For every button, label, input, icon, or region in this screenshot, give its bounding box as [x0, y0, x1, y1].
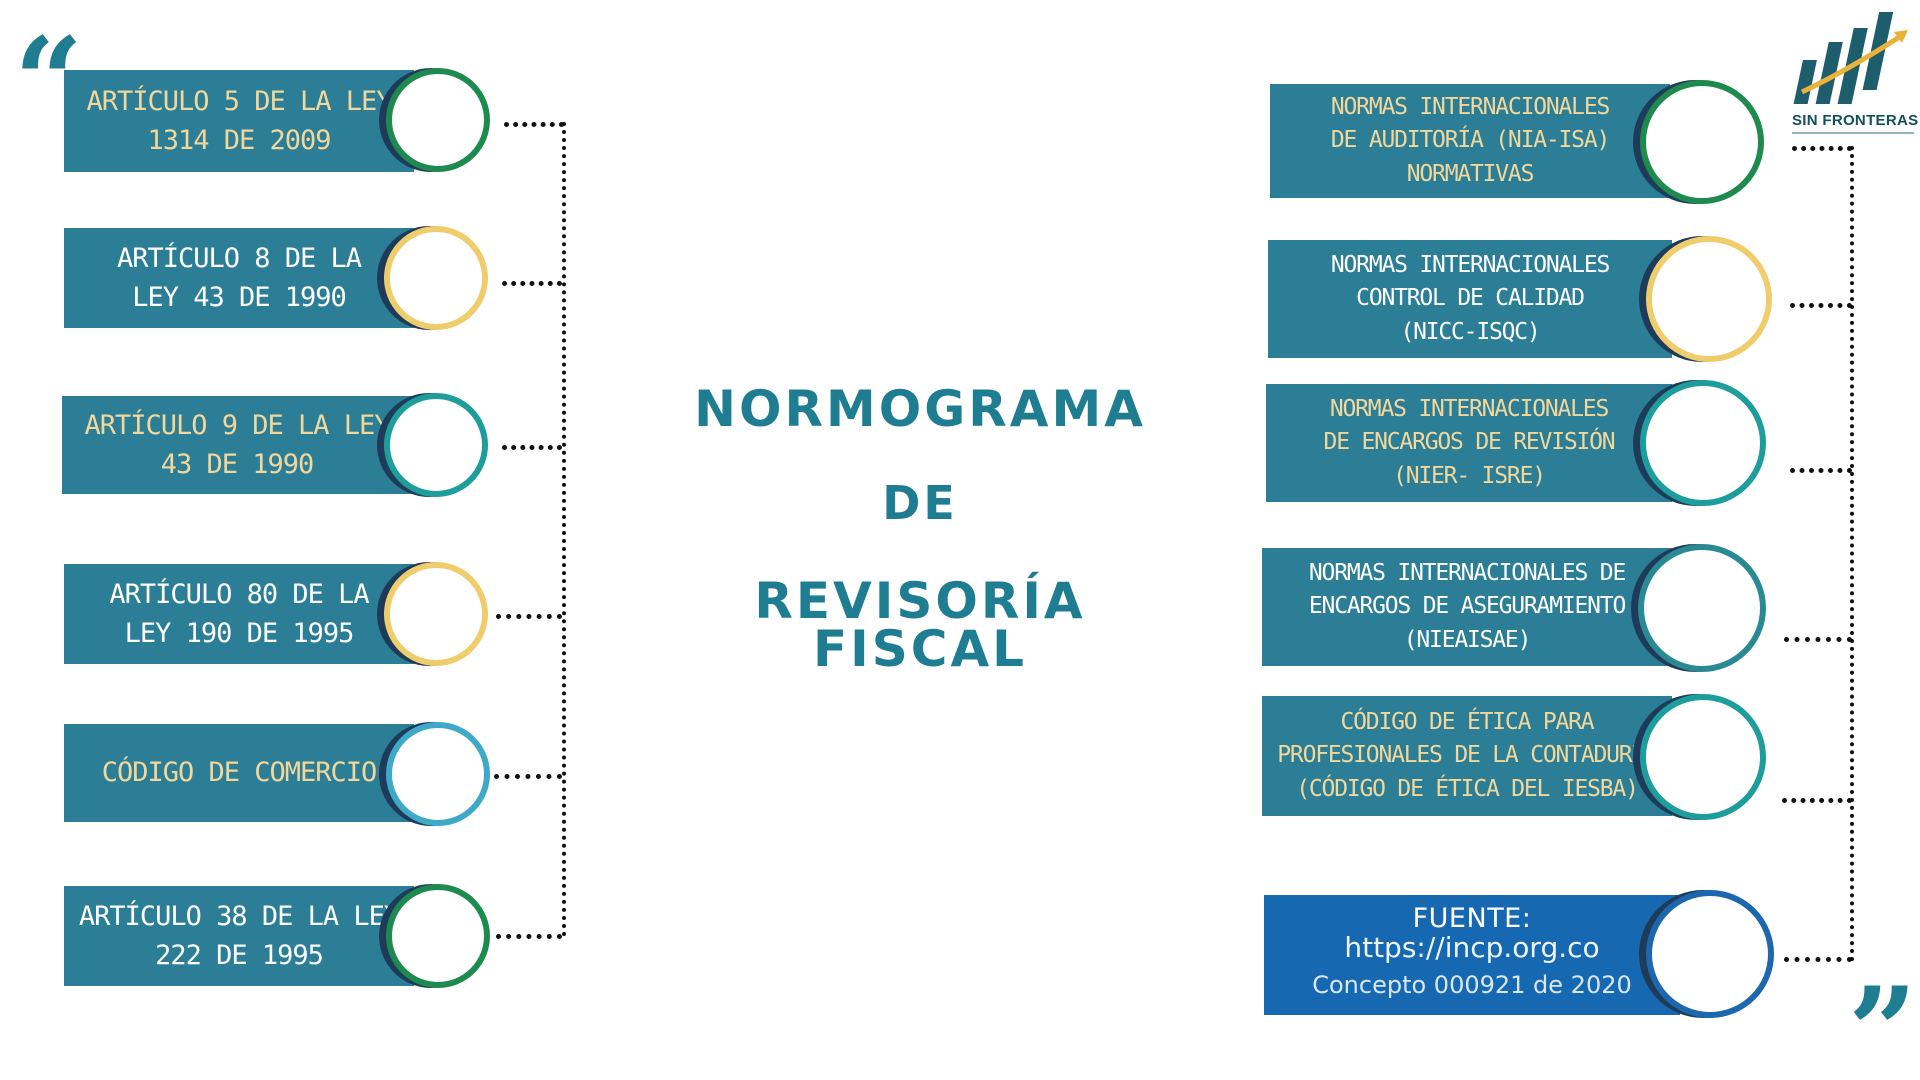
node-circle — [384, 226, 488, 330]
node-circle — [386, 68, 490, 172]
left-item-line: ARTÍCULO 80 DE LA — [109, 578, 369, 610]
connector-dots — [496, 934, 562, 939]
connector-dots — [496, 614, 562, 619]
right-item-line: (NIEAISAE) — [1403, 626, 1532, 653]
title-line-4: FISCAL — [812, 620, 1028, 678]
node-circle — [1646, 236, 1772, 362]
right-item-nieaisae: NORMAS INTERNACIONALES DE ENCARGOS DE AS… — [1262, 548, 1672, 666]
connector-dots — [1790, 468, 1852, 473]
left-item-articulo-80: ARTÍCULO 80 DE LA LEY 190 DE 1995 — [64, 564, 414, 664]
right-item-line: CONTROL DE CALIDAD — [1356, 285, 1585, 312]
connector-dots — [502, 445, 562, 450]
connector-dots — [504, 122, 564, 127]
left-item-line: LEY 43 DE 1990 — [132, 282, 347, 313]
right-item-line: NORMAS INTERNACIONALES — [1330, 251, 1610, 278]
left-item-line: 222 DE 1995 — [155, 940, 324, 971]
node-circle — [386, 884, 490, 988]
right-item-line: NORMAS INTERNACIONALES DE — [1308, 559, 1626, 586]
source-box: FUENTE: https://incp.org.co Concepto 000… — [1264, 895, 1680, 1015]
right-item-line: PROFESIONALES DE LA CONTADURÍA — [1277, 742, 1658, 769]
left-item-articulo-38: ARTÍCULO 38 DE LA LEY 222 DE 1995 — [64, 886, 414, 986]
logo-bars-icon — [1793, 12, 1908, 104]
close-quote-mark: ” — [1848, 961, 1918, 1080]
node-circle — [1640, 380, 1766, 506]
connector-dots — [1792, 146, 1852, 151]
left-item-articulo-8: ARTÍCULO 8 DE LA LEY 43 DE 1990 — [64, 228, 414, 328]
title-line-2: DE — [882, 476, 958, 530]
left-item-line: ARTÍCULO 8 DE LA — [116, 242, 362, 274]
connector-dots — [1784, 957, 1852, 962]
left-item-line: ARTÍCULO 9 DE LA LEY — [84, 409, 390, 441]
left-item-line: ARTÍCULO 5 DE LA LEY — [86, 85, 392, 117]
right-item-line: ENCARGOS DE ASEGURAMIENTO — [1308, 593, 1626, 620]
right-item-line: (NIER- ISRE) — [1393, 462, 1546, 489]
connector-dots — [494, 774, 562, 779]
node-circle — [384, 393, 488, 497]
connector-dots — [502, 281, 562, 286]
left-item-line: 43 DE 1990 — [160, 449, 315, 480]
right-item-line: NORMATIVAS — [1406, 160, 1535, 187]
right-item-line: (NICC-ISQC) — [1400, 318, 1540, 345]
source-label: FUENTE: — [1412, 903, 1532, 934]
logo-underline — [1792, 132, 1914, 134]
left-connector-vertical — [562, 122, 566, 937]
sin-fronteras-logo: SIN FRONTERAS — [1792, 8, 1919, 138]
logo-text: SIN FRONTERAS — [1792, 112, 1919, 129]
right-item-line: DE AUDITORÍA (NIA-ISA) — [1330, 127, 1610, 154]
node-circle — [1640, 694, 1766, 820]
left-item-line: CÓDIGO DE COMERCIO — [101, 757, 378, 789]
node-circle — [1640, 80, 1764, 204]
right-item-line: NORMAS INTERNACIONALES — [1330, 93, 1610, 120]
node-circle — [386, 722, 490, 826]
title-line-1: NORMOGRAMA — [694, 380, 1146, 438]
source-concept: Concepto 000921 de 2020 — [1312, 971, 1632, 999]
right-item-line: (CÓDIGO DE ÉTICA DEL IESBA) — [1296, 775, 1639, 802]
left-item-articulo-9: ARTÍCULO 9 DE LA LEY 43 DE 1990 — [62, 396, 412, 494]
right-item-nier-isre: NORMAS INTERNACIONALES DE ENCARGOS DE RE… — [1266, 384, 1672, 502]
right-item-line: CÓDIGO DE ÉTICA PARA — [1340, 708, 1595, 735]
right-item-line: DE ENCARGOS DE REVISIÓN — [1323, 429, 1616, 456]
node-circle — [384, 562, 488, 666]
connector-dots — [1784, 637, 1852, 642]
connector-dots — [1782, 798, 1852, 803]
right-item-line: NORMAS INTERNACIONALES — [1329, 395, 1609, 422]
left-item-line: LEY 190 DE 1995 — [124, 618, 355, 649]
left-item-codigo-comercio: CÓDIGO DE COMERCIO — [64, 724, 414, 822]
source-url[interactable]: https://incp.org.co — [1344, 931, 1600, 964]
right-item-nia-isa: NORMAS INTERNACIONALES DE AUDITORÍA (NIA… — [1270, 84, 1670, 198]
right-item-nicc-isqc: NORMAS INTERNACIONALES CONTROL DE CALIDA… — [1268, 240, 1672, 358]
node-circle — [1646, 890, 1774, 1018]
node-circle — [1638, 544, 1766, 672]
title-line-3: REVISORÍA — [754, 572, 1086, 630]
connector-dots — [1790, 303, 1852, 308]
left-item-line: ARTÍCULO 38 DE LA LEY — [78, 900, 400, 932]
left-item-articulo-5: ARTÍCULO 5 DE LA LEY 1314 DE 2009 — [64, 70, 414, 172]
left-item-line: 1314 DE 2009 — [147, 125, 331, 156]
right-item-codigo-etica-iesba: CÓDIGO DE ÉTICA PARA PROFESIONALES DE LA… — [1262, 696, 1672, 816]
right-connector-vertical — [1850, 146, 1854, 962]
